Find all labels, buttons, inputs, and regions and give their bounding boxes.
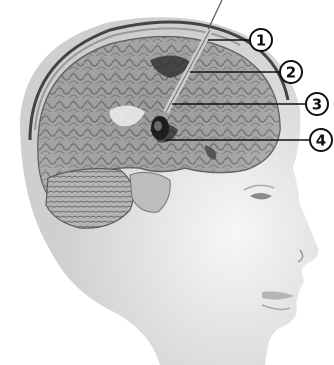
- callout-3: 3: [306, 93, 328, 115]
- callout-1-number: 1: [256, 32, 266, 50]
- callout-3-number: 3: [312, 96, 322, 114]
- callout-4-number: 4: [316, 132, 326, 150]
- callout-1: 1: [250, 29, 272, 51]
- callout-2-number: 2: [286, 64, 296, 82]
- callout-4: 4: [310, 129, 332, 151]
- callout-2: 2: [280, 61, 302, 83]
